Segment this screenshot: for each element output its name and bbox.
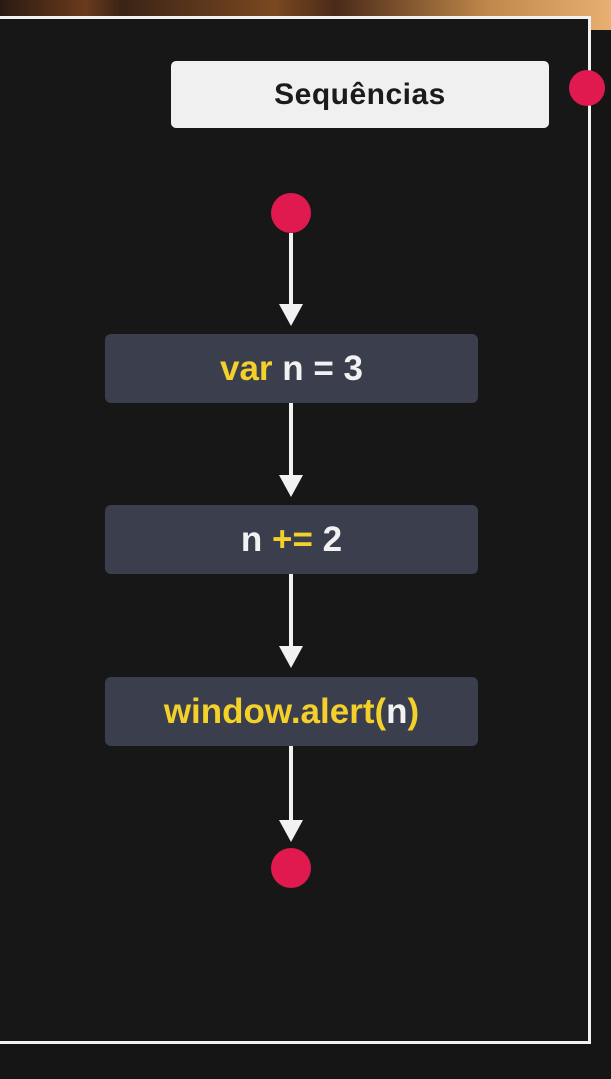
diagram-title: Sequências — [274, 77, 446, 111]
node-2-value: 2 — [312, 519, 343, 559]
flow-node-var-declaration: var n = 3 — [105, 334, 478, 403]
end-dot-icon — [271, 848, 311, 888]
arrow-head-3 — [279, 646, 303, 668]
flow-node-alert: window.alert(n) — [105, 677, 478, 746]
node-3-close-paren: ) — [407, 691, 420, 731]
start-dot-icon — [271, 193, 311, 233]
arrow-head-1 — [279, 304, 303, 326]
node-3-function: window.alert( — [163, 691, 387, 731]
title-box: Sequências — [171, 61, 549, 128]
node-2-operator: += — [272, 519, 313, 559]
arrow-head-2 — [279, 475, 303, 497]
arrow-head-4 — [279, 820, 303, 842]
flow-node-increment: n += 2 — [105, 505, 478, 574]
node-2-variable: n — [240, 519, 272, 559]
node-1-assign: n = — [272, 348, 344, 388]
corner-dot-icon — [569, 70, 605, 106]
node-1-value: 3 — [343, 348, 364, 388]
node-3-argument: n — [386, 691, 408, 731]
node-1-keyword: var — [219, 348, 273, 388]
